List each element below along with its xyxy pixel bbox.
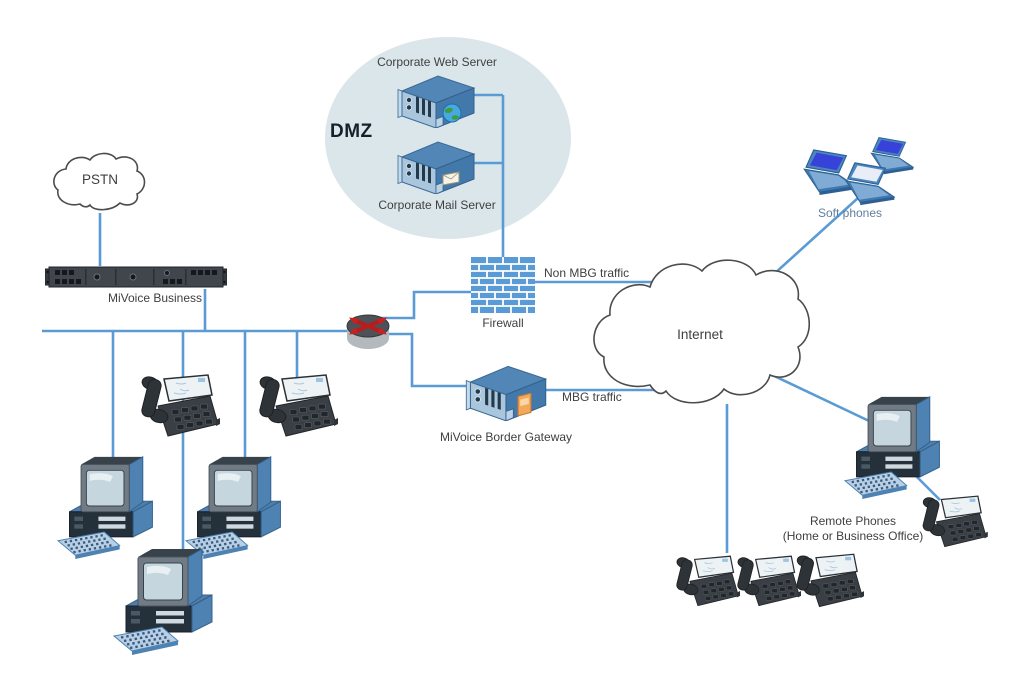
router-icon <box>343 304 393 354</box>
pstn-cloud-icon <box>53 152 146 211</box>
dmz-label: DMZ <box>330 121 373 142</box>
mbg-traffic-label: MBG traffic <box>562 390 622 404</box>
mail-server-icon <box>392 136 480 194</box>
ip-phone-icon <box>254 370 338 440</box>
gateway-card-icon <box>517 393 532 417</box>
ip-phone-icon <box>733 552 801 609</box>
internet-cloud-icon <box>593 259 810 404</box>
internet-label: Internet <box>677 327 723 342</box>
ip-phone-icon <box>672 552 740 609</box>
firewall-icon <box>471 257 535 313</box>
dmz-zone <box>325 37 571 239</box>
mivoice-business-label: MiVoice Business <box>107 291 203 305</box>
mivoice-business-rack-icon <box>45 264 227 290</box>
border-gateway-icon <box>460 360 552 421</box>
desktop-computer-icon <box>843 388 951 504</box>
globe-icon <box>442 103 462 123</box>
pstn-label: PSTN <box>81 172 118 187</box>
ip-phone-icon <box>918 492 988 550</box>
ip-phone-icon <box>792 550 864 610</box>
corporate-mail-server-label: Corporate Mail Server <box>378 198 496 212</box>
soft-phones-label: Soft phones <box>817 206 883 220</box>
corporate-web-server-label: Corporate Web Server <box>377 55 497 69</box>
remote-phones-label: Remote Phones (Home or Business Office) <box>782 514 924 543</box>
laptop-icon <box>842 161 900 206</box>
envelope-icon <box>442 171 460 186</box>
ip-phone-icon <box>136 370 220 440</box>
mivoice-border-gateway-label: MiVoice Border Gateway <box>439 430 573 444</box>
web-server-icon <box>392 70 480 128</box>
firewall-label: Firewall <box>482 316 524 330</box>
desktop-computer-icon <box>112 540 224 660</box>
non-mbg-traffic-label: Non MBG traffic <box>544 266 630 280</box>
